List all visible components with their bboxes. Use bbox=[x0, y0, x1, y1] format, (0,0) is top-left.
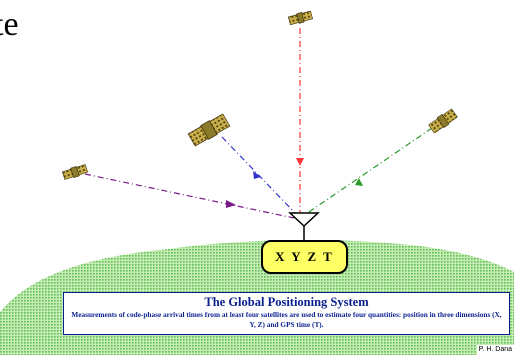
author-credit: P. H. Dana bbox=[476, 345, 514, 355]
satellite-icon bbox=[61, 164, 89, 180]
signal-line-mid-left bbox=[221, 136, 297, 215]
antenna-icon bbox=[288, 212, 320, 242]
receiver-label: X Y Z T bbox=[275, 249, 334, 264]
signal-line-top bbox=[296, 28, 304, 213]
satellite-icon bbox=[428, 108, 458, 134]
satellite-icon bbox=[287, 10, 313, 26]
caption-box: The Global Positioning System Measuremen… bbox=[63, 292, 510, 335]
caption-title: The Global Positioning System bbox=[204, 295, 369, 309]
cropped-text-fragment: te bbox=[0, 6, 19, 43]
signal-line-right bbox=[305, 127, 433, 215]
satellite-icon bbox=[187, 113, 231, 147]
receiver-box: X Y Z T bbox=[261, 240, 348, 274]
signal-line-far-left bbox=[84, 173, 295, 219]
caption-body: Measurements of code-phase arrival times… bbox=[71, 310, 502, 329]
